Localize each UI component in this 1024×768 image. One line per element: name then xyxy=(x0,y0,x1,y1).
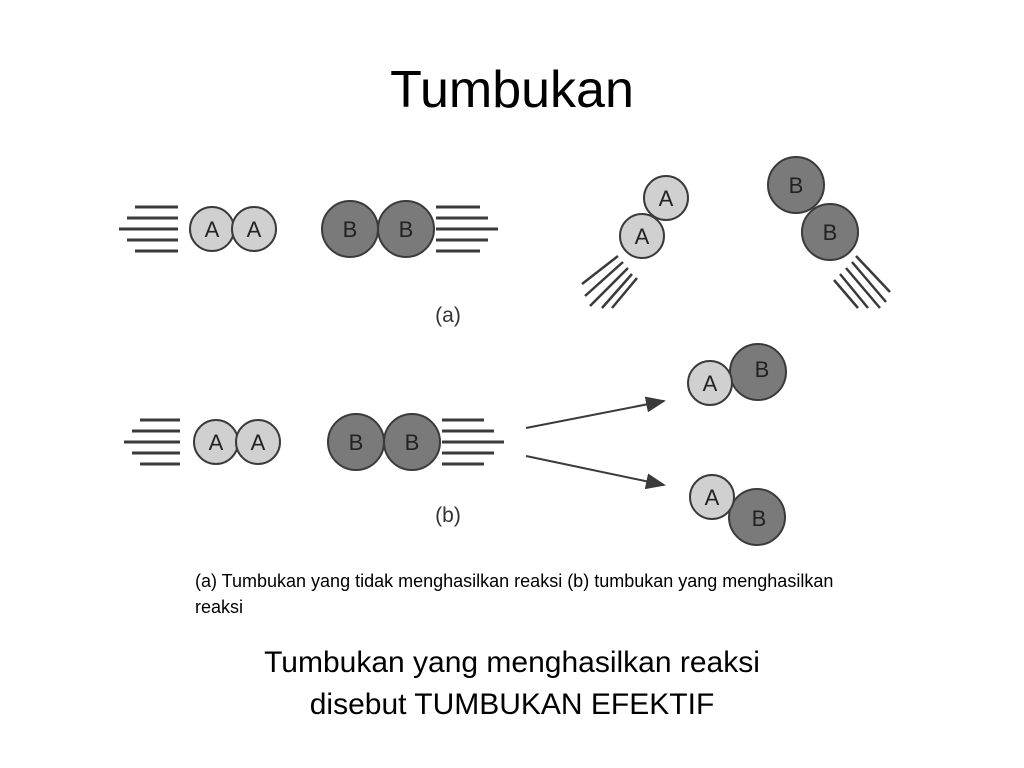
conclusion-line-1: Tumbukan yang menghasilkan reaksi xyxy=(264,646,760,679)
panel-b-label: (b) xyxy=(435,504,461,527)
molecule-b-label: B xyxy=(755,357,770,382)
reaction-arrow-lower xyxy=(525,455,666,490)
molecule-a-label: A xyxy=(635,224,650,249)
molecule-a-label: A xyxy=(659,186,674,211)
product-ab-lower: A B xyxy=(689,474,786,546)
molecule-b-circle xyxy=(728,488,786,546)
molecule-a-circle xyxy=(687,360,733,406)
panel-a-label: (a) xyxy=(435,304,461,327)
reaction-arrow-upper xyxy=(525,396,666,429)
panel-b-pair-aa: A A xyxy=(124,418,281,466)
motion-lines xyxy=(119,205,178,253)
molecule-a-circle xyxy=(235,419,281,465)
molecule-a-circle xyxy=(689,474,735,520)
molecule-a-label: A xyxy=(247,217,262,242)
motion-lines xyxy=(833,255,891,309)
panel-a-deflected-bb: B B xyxy=(767,156,891,309)
molecule-b-label: B xyxy=(399,217,414,242)
molecule-b-label: B xyxy=(789,173,804,198)
molecule-b-circle xyxy=(377,200,435,258)
motion-lines xyxy=(124,418,180,466)
molecule-a-label: A xyxy=(209,430,224,455)
motion-lines xyxy=(436,205,498,253)
molecule-b-circle xyxy=(383,413,441,471)
molecule-a-label: A xyxy=(205,217,220,242)
product-ab-upper: A B xyxy=(687,343,787,406)
molecule-a-circle xyxy=(231,206,277,252)
panel-a-deflected-aa: A A xyxy=(581,175,689,309)
molecule-b-label: B xyxy=(349,430,364,455)
molecule-a-label: A xyxy=(703,371,718,396)
panel-a-pair-aa: A A xyxy=(119,205,277,253)
molecule-b-circle xyxy=(801,203,859,261)
molecule-b-circle xyxy=(767,156,825,214)
molecule-a-circle xyxy=(619,213,665,259)
figure-caption: (a) Tumbukan yang tidak menghasilkan rea… xyxy=(195,571,834,617)
panel-a-pair-bb: B B xyxy=(321,200,498,258)
motion-lines xyxy=(581,255,638,309)
molecule-a-label: A xyxy=(705,485,720,510)
molecule-a-label: A xyxy=(251,430,266,455)
slide-title: Tumbukan xyxy=(390,61,634,119)
conclusion-text: Tumbukan yang menghasilkan reaksi disebu… xyxy=(112,642,912,726)
panel-b-pair-bb: B B xyxy=(327,413,504,471)
motion-lines xyxy=(442,418,504,466)
conclusion-line-2: disebut TUMBUKAN EFEKTIF xyxy=(309,688,715,721)
molecule-a-circle xyxy=(643,175,689,221)
molecule-b-label: B xyxy=(405,430,420,455)
molecule-b-label: B xyxy=(823,220,838,245)
molecule-b-label: B xyxy=(752,506,767,531)
molecule-b-label: B xyxy=(343,217,358,242)
